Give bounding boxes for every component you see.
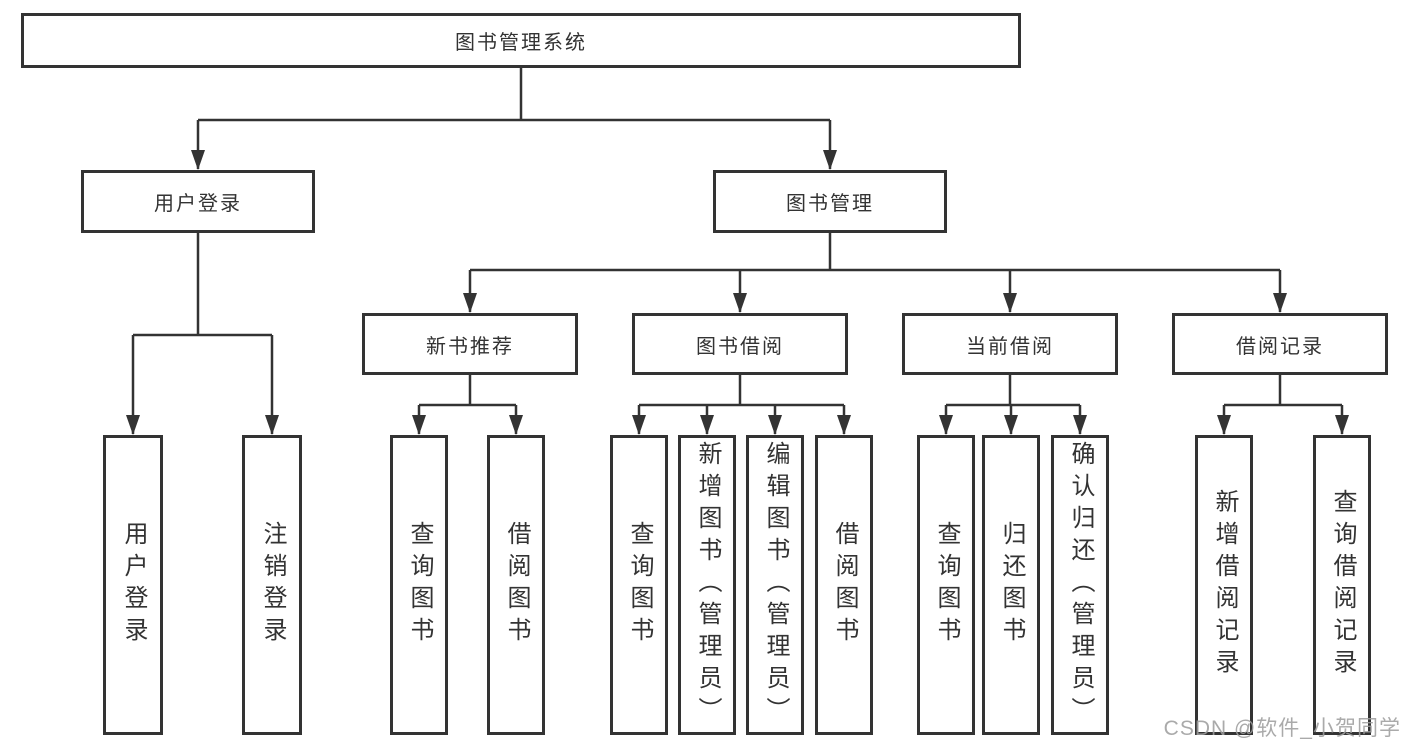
- leaf-return-books: 归还图书: [982, 435, 1040, 735]
- node-book-management: 图书管理: [713, 170, 947, 233]
- leaf-confirm-return-admin: 确认归还（管理员）: [1051, 435, 1109, 735]
- leaf-query-books-current: 查询图书: [917, 435, 975, 735]
- node-book-borrowing: 图书借阅: [632, 313, 848, 375]
- node-root: 图书管理系统: [21, 13, 1021, 68]
- leaf-add-book-admin: 新增图书（管理员）: [678, 435, 736, 735]
- node-label: 用户登录: [154, 193, 242, 215]
- leaf-borrow-books-recommend: 借阅图书: [487, 435, 545, 735]
- leaf-label: 查询图书: [406, 521, 433, 649]
- watermark: CSDN @软件_小贺同学: [1163, 717, 1401, 740]
- node-borrowing-records: 借阅记录: [1172, 313, 1388, 375]
- leaf-label: 注销登录: [259, 521, 286, 649]
- node-label: 图书管理系统: [455, 32, 587, 54]
- leaf-logout: 注销登录: [242, 435, 302, 735]
- leaf-borrow-books-borrowing: 借阅图书: [815, 435, 873, 735]
- leaf-add-borrow-record: 新增借阅记录: [1195, 435, 1253, 735]
- leaf-label: 查询图书: [626, 521, 653, 649]
- node-current-borrowing: 当前借阅: [902, 313, 1118, 375]
- node-label: 当前借阅: [966, 335, 1054, 358]
- leaf-label: 编辑图书（管理员）: [762, 441, 789, 729]
- leaf-label: 归还图书: [998, 521, 1025, 649]
- node-new-book-recommend: 新书推荐: [362, 313, 578, 375]
- leaf-label: 借阅图书: [831, 521, 858, 649]
- node-label: 图书借阅: [696, 335, 784, 358]
- leaf-label: 确认归还（管理员）: [1067, 441, 1094, 729]
- leaf-label: 查询图书: [933, 521, 960, 649]
- leaf-label: 新增借阅记录: [1211, 489, 1238, 681]
- node-label: 新书推荐: [426, 335, 514, 358]
- leaf-query-books-borrowing: 查询图书: [610, 435, 668, 735]
- leaf-label: 用户登录: [120, 521, 147, 649]
- leaf-edit-book-admin: 编辑图书（管理员）: [746, 435, 804, 735]
- node-label: 图书管理: [786, 193, 874, 215]
- leaf-user-login: 用户登录: [103, 435, 163, 735]
- leaf-label: 新增图书（管理员）: [694, 441, 721, 729]
- leaf-label: 查询借阅记录: [1329, 489, 1356, 681]
- node-user-login: 用户登录: [81, 170, 315, 233]
- leaf-label: 借阅图书: [503, 521, 530, 649]
- leaf-query-books-recommend: 查询图书: [390, 435, 448, 735]
- leaf-query-borrow-record: 查询借阅记录: [1313, 435, 1371, 735]
- node-label: 借阅记录: [1236, 335, 1324, 358]
